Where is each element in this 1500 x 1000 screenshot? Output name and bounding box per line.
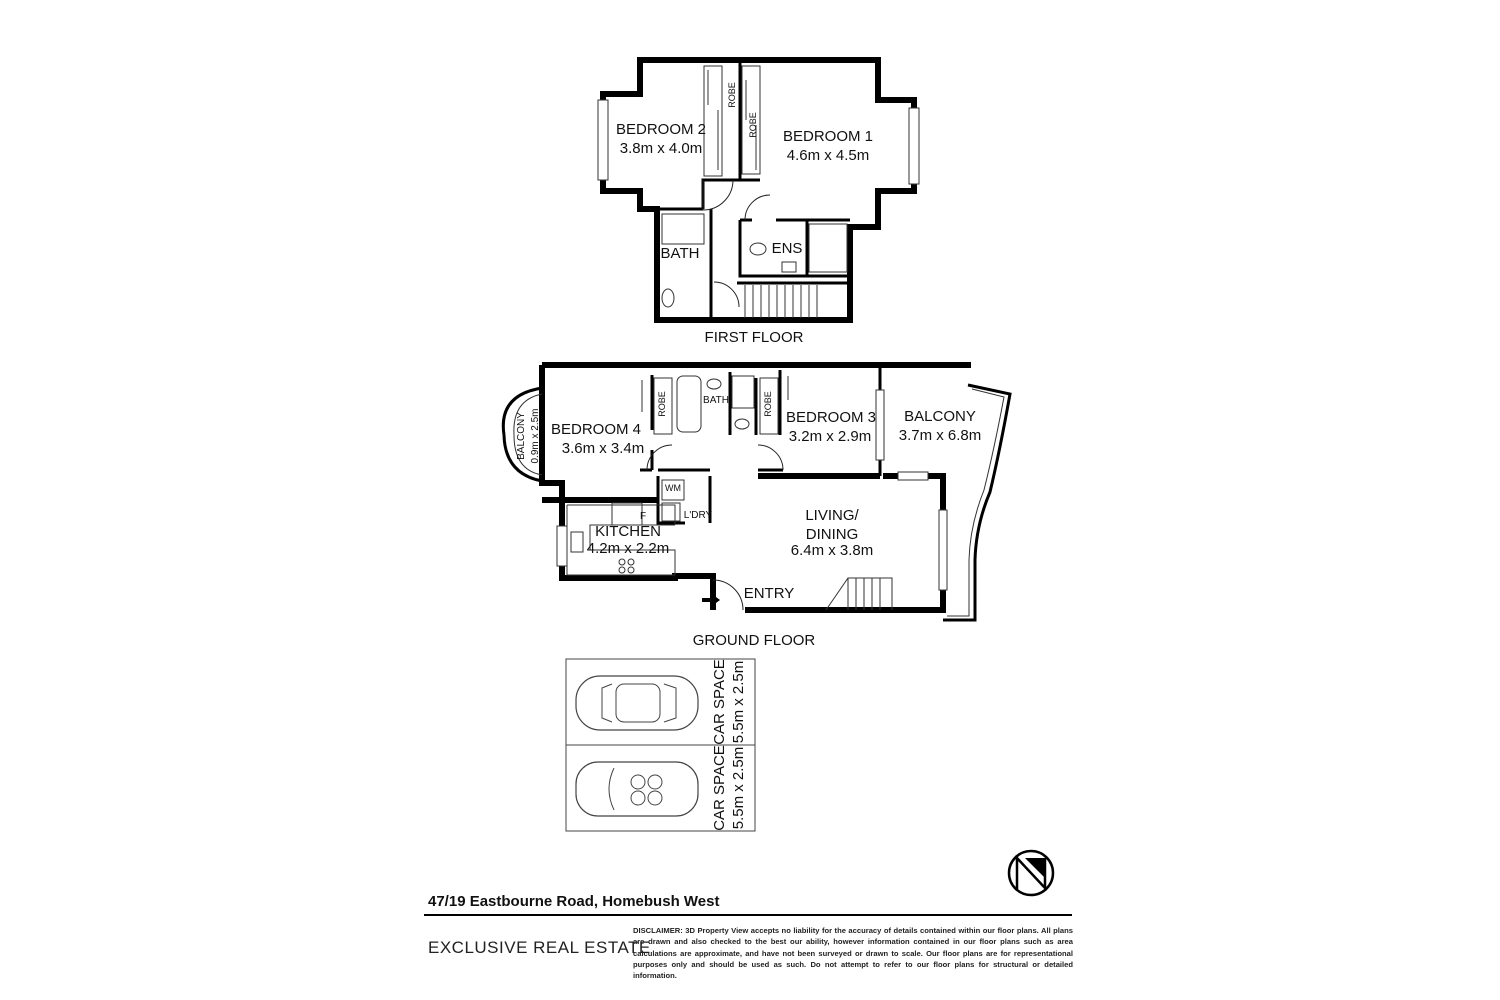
bath-door [713, 281, 740, 308]
entry-door [712, 579, 744, 611]
bedroom-2-door [702, 179, 734, 211]
ensuite-shower [808, 223, 848, 273]
ground-floor-basin [706, 378, 722, 390]
ensuite-label: ENS [772, 240, 803, 257]
robe-bedroom-4 [653, 377, 673, 435]
car-2-icon [575, 761, 699, 817]
small-balcony-name: BALCONY [516, 412, 527, 460]
footer-divider [424, 914, 1072, 916]
bedroom-1-window [908, 107, 920, 185]
robe-bedroom-2 [703, 65, 723, 177]
robe-label-bedroom-2: ROBE [727, 82, 737, 108]
entry-arrow-icon [702, 594, 720, 606]
first-floor-bath-label: BATH [661, 245, 700, 262]
bath-toilet [661, 288, 675, 308]
laundry-tub [661, 502, 681, 522]
bedroom-2-size: 3.8m x 4.0m [620, 140, 703, 157]
living-size: 6.4m x 3.8m [791, 542, 874, 559]
laundry-label: L'DRY [684, 510, 713, 521]
ensuite-basin [781, 261, 797, 273]
bedroom-3-window [875, 389, 885, 461]
north-arrow-icon [1007, 849, 1055, 897]
first-floor-stairs [744, 285, 818, 318]
ground-floor-toilet [734, 418, 750, 430]
bedroom-1-size: 4.6m x 4.5m [787, 147, 870, 164]
kitchen-benchtop [566, 504, 676, 576]
cooktop [618, 558, 635, 574]
bedroom-2-name: BEDROOM 2 [616, 121, 706, 138]
car-space-2-size: 5.5m x 2.5m [730, 747, 747, 830]
ground-floor-label: GROUND FLOOR [693, 632, 816, 649]
robe-label-bedroom-1: ROBE [748, 112, 758, 138]
kitchen-window [556, 525, 568, 567]
car-space-2-name: CAR SPACE [711, 745, 728, 831]
car-space-1-size: 5.5m x 2.5m [730, 661, 747, 744]
ground-floor-interior-walls [640, 368, 882, 525]
ground-floor-plan: BEDROOM 4 3.6m x 3.4m BEDROOM 3 3.2m x 2… [501, 362, 1012, 649]
fridge [611, 502, 643, 526]
disclaimer-text: DISCLAIMER: 3D Property View accepts no … [633, 926, 1073, 981]
bedroom-1-door [744, 194, 771, 221]
ground-floor-bath-label: BATH [703, 395, 729, 406]
bedroom-4-size: 3.6m x 3.4m [562, 440, 645, 457]
living-sliding-door [938, 509, 948, 591]
property-address: 47/19 Eastbourne Road, Homebush West [428, 893, 720, 910]
living-name-line-1: LIVING/ [805, 507, 859, 524]
ground-floor-stairs [825, 577, 893, 611]
bedroom-3-door [757, 444, 784, 471]
small-balcony-size: 0.9m x 2.5m [530, 408, 541, 463]
first-floor-label: FIRST FLOOR [705, 329, 804, 346]
kitchen-sink [570, 531, 584, 553]
bedroom-3-name: BEDROOM 3 [786, 409, 876, 426]
kitchen-size: 4.2m x 2.2m [587, 540, 670, 557]
large-balcony-outline [943, 383, 1012, 622]
first-floor-plan: BEDROOM 2 3.8m x 4.0m BEDROOM 1 4.6m x 4… [597, 57, 920, 346]
small-balcony-bay [501, 386, 543, 483]
car-spaces: CAR SPACE 5.5m x 2.5m CAR SPACE 5.5m x 2… [565, 658, 756, 832]
large-balcony-size: 3.7m x 6.8m [899, 427, 982, 444]
ground-floor-shower [731, 375, 755, 409]
ensuite-toilet [749, 242, 767, 256]
fridge-label: F [640, 511, 646, 522]
living-name-line-2: DINING [806, 526, 859, 543]
kitchen-name: KITCHEN [595, 523, 661, 540]
bedroom-2-window [597, 99, 609, 181]
entry-label: ENTRY [744, 585, 795, 602]
first-floor-outer-wall [600, 57, 917, 323]
bedroom-3-size: 3.2m x 2.9m [789, 428, 872, 445]
car-space-1-name: CAR SPACE [711, 659, 728, 745]
washing-machine-label: WM [665, 483, 681, 493]
first-floor-interior-walls [657, 60, 850, 320]
ground-floor-bathtub [676, 375, 702, 433]
balcony-door [897, 471, 929, 481]
washing-machine [661, 479, 685, 501]
bedroom-4-name: BEDROOM 4 [551, 421, 641, 438]
bedroom-4-door [646, 444, 673, 471]
agency-brand: EXCLUSIVE REAL ESTATE [428, 938, 651, 957]
large-balcony-name: BALCONY [904, 408, 976, 425]
robe-label-bedroom-4: ROBE [657, 391, 667, 417]
robe-bedroom-3 [759, 377, 779, 435]
bath-shower [661, 213, 705, 245]
robe-bedroom-1 [741, 65, 761, 175]
bedroom-1-name: BEDROOM 1 [783, 128, 873, 145]
robe-label-bedroom-3: ROBE [763, 391, 773, 417]
car-1-icon [575, 675, 699, 731]
